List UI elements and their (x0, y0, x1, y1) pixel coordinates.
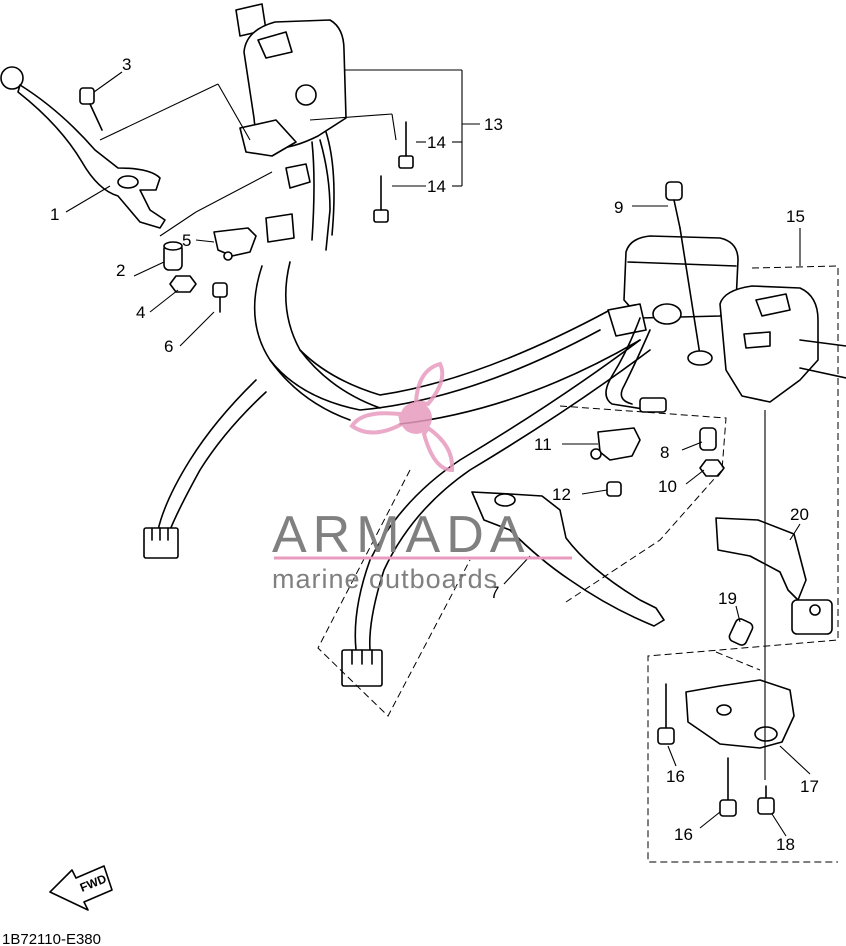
clutch-lever (0, 66, 166, 229)
brake-switch-screw (606, 481, 622, 497)
screw-18 (757, 785, 775, 815)
throttle-lever (715, 517, 833, 635)
master-cylinder-bolt (665, 181, 713, 366)
collar-8 (699, 427, 717, 451)
callout-7: 7 (490, 583, 499, 602)
clutch-switch-screw (212, 282, 228, 313)
callout-19: 19 (718, 589, 737, 608)
callout-5: 5 (182, 231, 191, 250)
fwd-arrow-icon: FWD (49, 865, 113, 911)
leader-lines (65, 69, 811, 837)
screw-16-lower (719, 757, 737, 817)
switch-screw-upper (398, 121, 414, 169)
callout-11: 11 (534, 435, 552, 454)
watermark-tagline: marine outboards (272, 564, 498, 594)
callout-15: 15 (786, 207, 805, 226)
screw-16-upper (657, 683, 675, 745)
nut-10 (699, 459, 725, 477)
lever-nut (169, 275, 197, 293)
left-handlebar-switch (235, 3, 347, 251)
callout-17: 17 (800, 777, 819, 796)
callout-20: 20 (790, 505, 809, 524)
callout-2: 2 (116, 261, 125, 280)
callout-12: 12 (552, 485, 571, 504)
switch-screw-lower (373, 175, 389, 223)
callout-16-lower: 16 (674, 825, 693, 844)
assembly-link-19 (715, 651, 761, 671)
callout-4: 4 (136, 303, 145, 322)
callout-13: 13 (484, 115, 503, 134)
callout-16-upper: 16 (666, 767, 685, 786)
callout-8: 8 (660, 443, 669, 462)
assembly-box-15 (647, 265, 839, 863)
callout-9: 9 (614, 198, 623, 217)
assembly-box-switch (559, 405, 727, 603)
clutch-switch (213, 227, 257, 261)
brake-switch (590, 427, 641, 461)
right-handlebar-switch (719, 285, 846, 403)
pivot-collar (163, 241, 183, 271)
throttle-housing (685, 679, 795, 749)
handlebar (269, 309, 641, 425)
callout-1: 1 (50, 205, 59, 224)
callout-6: 6 (164, 337, 173, 356)
callout-14-lower: 14 (427, 177, 446, 196)
right-harness (341, 339, 651, 687)
armada-propeller-logo (349, 361, 455, 473)
clutch-lever-bolt (79, 87, 103, 131)
watermark-brand: ARMADA (272, 506, 530, 564)
callout-14-upper: 14 (427, 133, 446, 152)
callout-3: 3 (122, 55, 131, 74)
drawing-code: 1B72110-E380 (2, 931, 101, 946)
callout-10: 10 (658, 477, 677, 496)
callout-18: 18 (776, 835, 795, 854)
bushing-19 (728, 618, 754, 646)
master-cylinder (605, 235, 739, 413)
